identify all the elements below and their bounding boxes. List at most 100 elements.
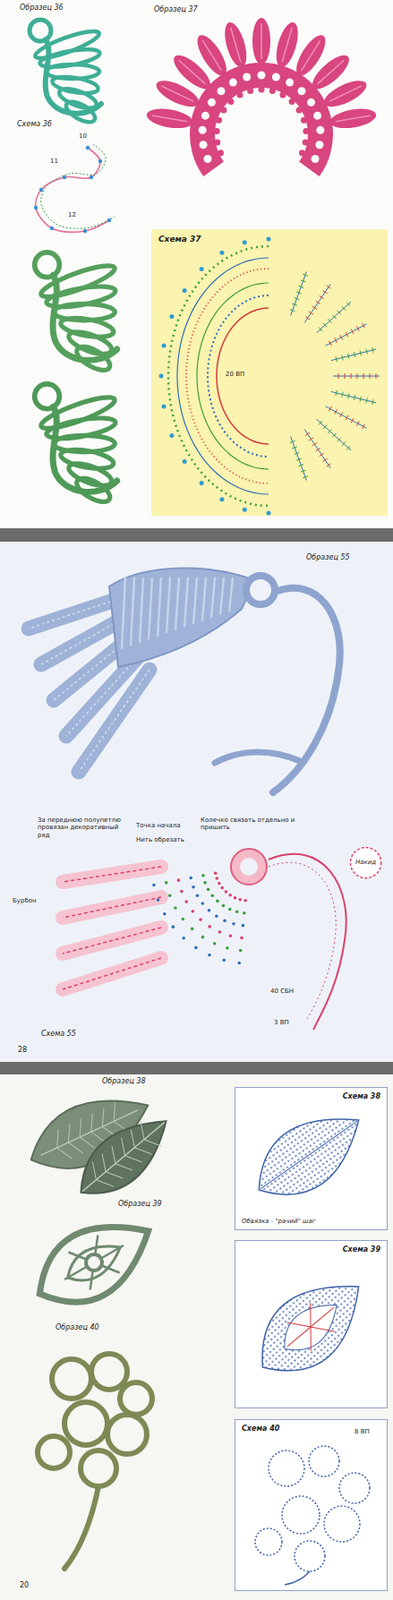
stitch-mark	[300, 469, 307, 472]
schema-picot	[182, 288, 188, 293]
motif-petal	[252, 17, 271, 65]
stitch-mark	[338, 373, 340, 379]
stitch-dot	[89, 175, 94, 180]
callout-label: Образец 55	[304, 553, 352, 563]
schema-petal	[331, 391, 376, 403]
circle-shape	[350, 847, 382, 879]
stitch-mark	[318, 420, 323, 425]
schema-finger	[62, 957, 162, 990]
stitch-mark	[298, 464, 304, 467]
stitch-dot	[237, 961, 241, 966]
stitch-mark	[345, 332, 349, 337]
motif-loop	[73, 473, 114, 507]
callout-label: Схема 36	[15, 119, 54, 129]
motif-finger	[78, 669, 150, 772]
stitch-mark	[319, 452, 325, 456]
stitch-mark	[353, 351, 355, 358]
motif-36	[29, 19, 102, 127]
motif-petal-vein	[281, 27, 292, 62]
stitch-dot	[207, 924, 212, 929]
stitch-mark	[350, 329, 354, 334]
stitch-mark	[366, 349, 368, 355]
stitch-dot	[224, 889, 229, 894]
motif-hole	[207, 98, 216, 107]
motif-stitch	[202, 577, 206, 622]
schema-loop	[324, 1505, 360, 1542]
node-text: Накид	[353, 858, 378, 866]
stitch-dot	[39, 187, 43, 192]
motif-picot	[220, 106, 227, 113]
motif-40-loop	[80, 1450, 117, 1487]
stitch-mark	[366, 397, 368, 403]
stitch-dot	[201, 935, 206, 940]
leaf-vein	[144, 1133, 162, 1152]
stitch-mark	[334, 337, 338, 342]
schema-loop	[339, 1472, 370, 1504]
motif-band	[189, 62, 334, 177]
page-ground	[0, 1061, 393, 1075]
schema-picot	[159, 374, 164, 379]
node-text: Схема 38	[341, 1092, 383, 1102]
stitch-dot	[201, 873, 206, 878]
schema-box-fill	[234, 1239, 388, 1409]
stitch-mark	[328, 406, 332, 411]
stitch-mark	[308, 311, 314, 315]
stitch-dot	[34, 205, 38, 210]
schema-row	[177, 257, 269, 495]
leaf-vein	[107, 1102, 123, 1122]
stitch-mark	[348, 393, 350, 399]
motif-petal-vein	[152, 115, 188, 122]
motif-stitch	[175, 577, 180, 631]
stitch-mark	[294, 298, 300, 300]
schema-spoke	[310, 1316, 334, 1342]
schema-petal	[316, 418, 352, 451]
motif-stitch	[211, 577, 215, 618]
schema-finger	[62, 897, 162, 918]
page-ground	[0, 541, 393, 1062]
schema-38-leaf	[240, 1093, 376, 1215]
motif-hole	[242, 73, 251, 82]
stitch-dot	[190, 927, 195, 932]
motif-picot	[213, 138, 221, 146]
motif-hole	[229, 78, 238, 87]
stitch-dot	[218, 930, 223, 934]
stitch-mark	[316, 447, 321, 451]
motif-petal-vein	[202, 40, 222, 71]
schema-box-fill	[234, 1086, 388, 1231]
stitch-mark	[363, 373, 365, 379]
stitch-mark	[323, 458, 328, 462]
motif-stitch	[229, 577, 233, 612]
motif-loop	[66, 327, 115, 359]
schema-picot	[182, 459, 188, 464]
motif-petal-vein	[335, 115, 371, 122]
leaf-outline	[23, 1202, 165, 1323]
motif-picot	[237, 92, 244, 99]
stitch-dot	[239, 936, 244, 940]
stitch-mark	[323, 323, 327, 327]
motif-loop	[62, 97, 98, 127]
motif-stitch	[121, 577, 126, 650]
schema-finger-row	[62, 897, 162, 918]
stitch-mark	[327, 428, 332, 433]
motif-stem	[214, 751, 300, 763]
stitch-mark	[327, 318, 332, 323]
stitch-mark	[326, 463, 332, 467]
motif-petal	[328, 105, 378, 132]
stitch-mark	[319, 295, 325, 299]
stitch-mark	[359, 350, 361, 356]
callout-label: Бурбон	[10, 897, 39, 905]
stitch-mark	[302, 273, 308, 276]
stitch-mark	[340, 334, 343, 340]
leaf-vein	[73, 1119, 89, 1138]
callout-label: Колечко связать отдельно и пришить	[198, 816, 300, 832]
motif-hole	[198, 126, 207, 135]
motif-petal-vein	[317, 59, 345, 85]
schema-box: Схема 38Обвязка - "рачий" шаг	[234, 1086, 388, 1231]
stitch-dot	[222, 918, 227, 923]
stitch-mark	[356, 325, 359, 331]
motif-ring	[246, 575, 275, 605]
schema-finger	[62, 927, 162, 954]
leaf-outline	[65, 1102, 182, 1211]
motif-picot	[299, 149, 306, 156]
